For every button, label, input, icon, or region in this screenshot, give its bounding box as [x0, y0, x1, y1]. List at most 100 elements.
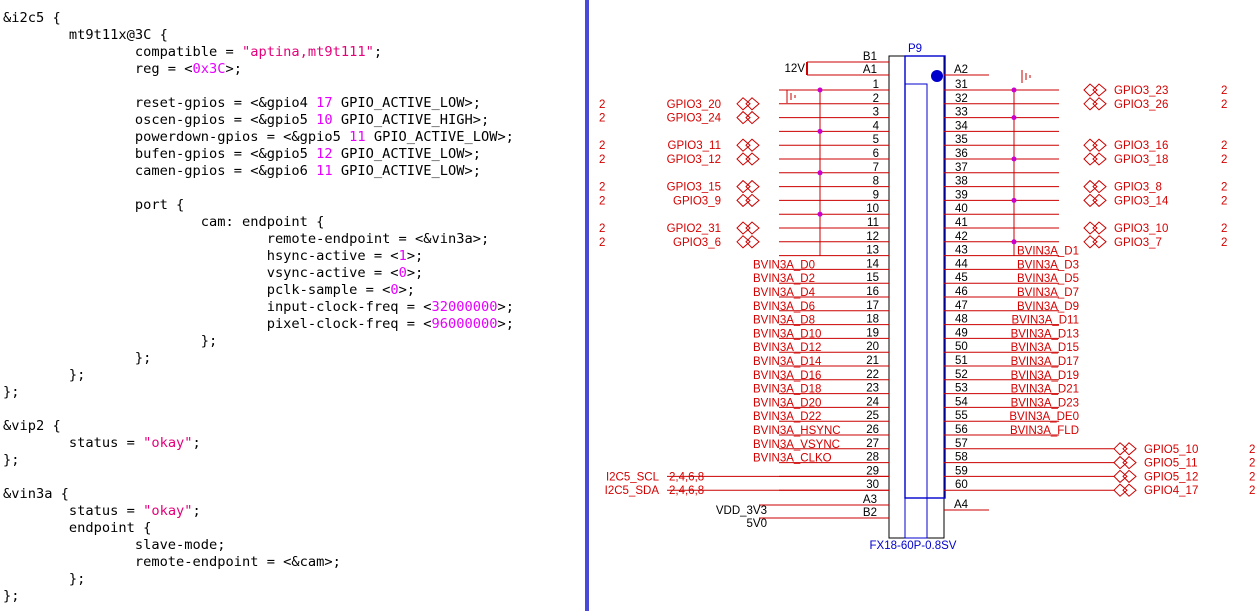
pin-number: 52 — [955, 369, 968, 381]
code-text: ; — [373, 44, 383, 60]
gpio-net-label: GPIO3_10 — [1114, 223, 1168, 235]
bus-net-label: BVIN3A_D23 — [1011, 397, 1079, 409]
pin-number: 21 — [866, 355, 879, 367]
code-line: input-clock-freq = <32000000>; — [3, 299, 514, 316]
power-label-vdd: VDD_3V3 — [716, 505, 767, 517]
bus-net-label: BVIN3A_D4 — [753, 287, 816, 299]
gpio-port-icon — [1113, 469, 1137, 484]
wire-junction — [817, 128, 823, 134]
pin-number: 1 — [873, 79, 879, 91]
bus-net-label: BVIN3A_D14 — [753, 356, 822, 368]
sheet-ref: 2 — [1221, 237, 1227, 249]
code-text: camen-gpios = <&gpio6 — [3, 163, 317, 179]
bus-net-label: BVIN3A_D21 — [1011, 384, 1079, 396]
code-line: pclk-sample = <0>; — [3, 282, 514, 299]
code-text: }; — [3, 588, 20, 604]
bus-net-label: BVIN3A_D1 — [1017, 246, 1079, 258]
gpio-net-label: GPIO3_23 — [1114, 85, 1168, 97]
connector-ref: P9 — [908, 43, 922, 55]
code-number: 0 — [398, 265, 407, 281]
connector-part: FX18-60P-0.8SV — [870, 540, 957, 552]
gpio-port-icon — [736, 221, 760, 235]
pin-number: 34 — [955, 120, 968, 132]
sheet-ref: 2 — [1221, 154, 1227, 166]
bus-net-label: BVIN3A_D18 — [753, 384, 821, 396]
code-text: slave-mode; — [3, 537, 226, 553]
device-tree-source[interactable]: &i2c5 { mt9t11x@3C { compatible = "aptin… — [3, 10, 514, 605]
code-text: powerdown-gpios = <&gpio5 — [3, 129, 350, 145]
code-text: bufen-gpios = <&gpio5 — [3, 146, 317, 162]
code-text: vsync-active = < — [3, 265, 399, 281]
bus-net-label: BVIN3A_D10 — [753, 328, 821, 340]
device-tree-editor[interactable]: &i2c5 { mt9t11x@3C { compatible = "aptin… — [0, 0, 584, 611]
sheet-ref: 2 — [1249, 458, 1255, 470]
code-text: port { — [3, 197, 185, 213]
code-text: reset-gpios = <&gpio4 — [3, 95, 317, 111]
code-line: compatible = "aptina,mt9t111"; — [3, 44, 514, 61]
code-number: 32000000 — [431, 299, 498, 315]
pin-number: 36 — [955, 148, 968, 160]
sheet-ref: 2 — [1221, 140, 1227, 152]
i2c-net-label: I2C5_SDA — [605, 485, 660, 497]
gpio-net-label: GPIO3_12 — [667, 154, 721, 166]
code-text: status = — [3, 503, 144, 519]
code-number: 12 — [316, 146, 333, 162]
pin-number: 2 — [873, 93, 879, 105]
code-line: &i2c5 { — [3, 10, 514, 27]
pin-number: 38 — [955, 176, 968, 188]
gpio-net-label: GPIO2_31 — [667, 223, 721, 235]
code-text: status = — [3, 435, 144, 451]
sheet-ref: 2 — [1249, 471, 1255, 483]
gpio-port-icon — [1083, 179, 1107, 194]
code-line: }; — [3, 452, 514, 469]
wire-junction — [817, 87, 823, 93]
pin-number: 40 — [955, 203, 968, 215]
pane-divider[interactable] — [585, 0, 589, 611]
code-text: mt9t11x@3C { — [3, 27, 168, 43]
code-line: camen-gpios = <&gpio6 11 GPIO_ACTIVE_LOW… — [3, 163, 514, 180]
pin-number: 30 — [866, 479, 879, 491]
pin-number: 5 — [873, 134, 879, 146]
gpio-net-label: GPIO3_24 — [667, 113, 722, 125]
code-text: >; — [398, 282, 416, 298]
pin-number: 50 — [955, 341, 968, 353]
code-line: }; — [3, 367, 514, 384]
bus-net-label: BVIN3A_D0 — [753, 259, 815, 271]
pin-number: 51 — [955, 355, 968, 367]
code-line: remote-endpoint = <&cam>; — [3, 554, 514, 571]
sheet-ref: 2 — [599, 182, 605, 194]
sheet-ref: 2 — [1221, 195, 1227, 207]
sheet-ref: 2 — [599, 195, 605, 207]
gpio-net-label: GPIO3_26 — [1114, 99, 1168, 111]
sheet-ref: 2 — [599, 113, 605, 125]
gpio-port-icon — [1083, 152, 1107, 166]
code-line: hsync-active = <1>; — [3, 248, 514, 265]
pin-number: 43 — [955, 245, 968, 257]
code-number: 11 — [316, 163, 333, 179]
pin-number: 17 — [866, 300, 879, 312]
gpio-net-label: GPIO3_20 — [667, 99, 721, 111]
code-text: oscen-gpios = <&gpio5 — [3, 112, 317, 128]
bus-net-label: BVIN3A_D16 — [753, 370, 821, 382]
sheet-ref: 2 — [1221, 99, 1227, 111]
code-text: &vin3a { — [3, 486, 69, 502]
gpio-net-label: GPIO3_8 — [1114, 182, 1162, 194]
sheet-ref: 2 — [1221, 182, 1227, 194]
code-number: 1 — [398, 248, 407, 264]
code-line: &vip2 { — [3, 418, 514, 435]
pin-one-marker — [931, 70, 943, 82]
code-string: "okay" — [143, 435, 193, 451]
i2c-sheet-ref: 2,4,6,8 — [669, 471, 704, 483]
bus-net-label: BVIN3A_D17 — [1011, 356, 1079, 368]
pin-number: 39 — [955, 189, 968, 201]
code-text: GPIO_ACTIVE_LOW>; — [332, 95, 481, 111]
gpio-port-icon — [1083, 235, 1107, 249]
code-text: }; — [3, 350, 152, 366]
bus-net-label: BVIN3A_HSYNC — [753, 425, 841, 437]
code-text: pixel-clock-freq = < — [3, 316, 432, 332]
sheet-ref: 2 — [599, 140, 605, 152]
bus-net-label: BVIN3A_D13 — [1011, 328, 1079, 340]
pin-number: 29 — [866, 465, 879, 477]
gpio-port-icon — [736, 97, 760, 111]
code-number: 0 — [390, 282, 399, 298]
